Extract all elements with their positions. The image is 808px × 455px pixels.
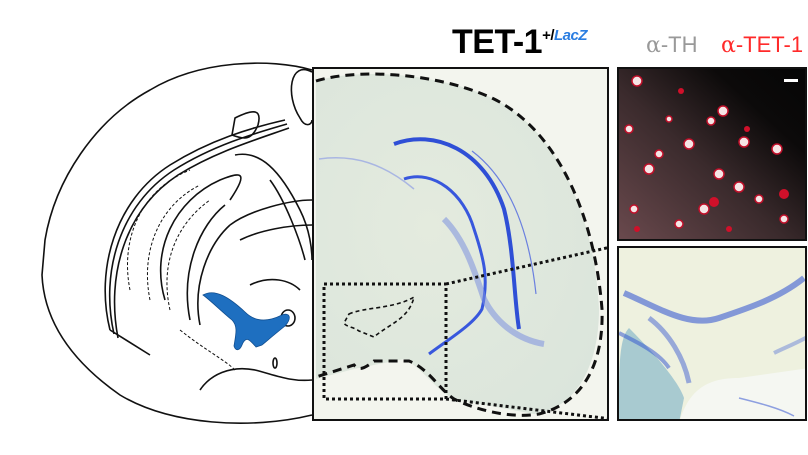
alpha-symbol: α — [721, 33, 736, 58]
xgal-section-image — [314, 69, 607, 419]
immunostaining-image — [619, 69, 805, 239]
figure-title: TET-1+/LacZ — [452, 22, 588, 62]
zoom-inset-panel — [617, 246, 807, 421]
title-gene: TET-1 — [452, 23, 543, 61]
zoom-inset-image — [619, 248, 805, 419]
title-allele: LacZ — [554, 27, 588, 44]
label-anti-th: α-TH — [646, 32, 698, 59]
xgal-section-panel — [312, 67, 609, 421]
label-text: -TET-1 — [735, 32, 804, 57]
label-anti-tet1: α-TET-1 — [721, 32, 803, 59]
title-genotype-plus: +/ — [542, 27, 555, 44]
highlighted-region — [202, 292, 290, 351]
alpha-symbol: α — [646, 33, 661, 58]
brain-schematic — [41, 62, 313, 424]
scale-bar — [784, 79, 798, 82]
immunostaining-panel — [617, 67, 807, 241]
label-text: -TH — [660, 32, 698, 57]
